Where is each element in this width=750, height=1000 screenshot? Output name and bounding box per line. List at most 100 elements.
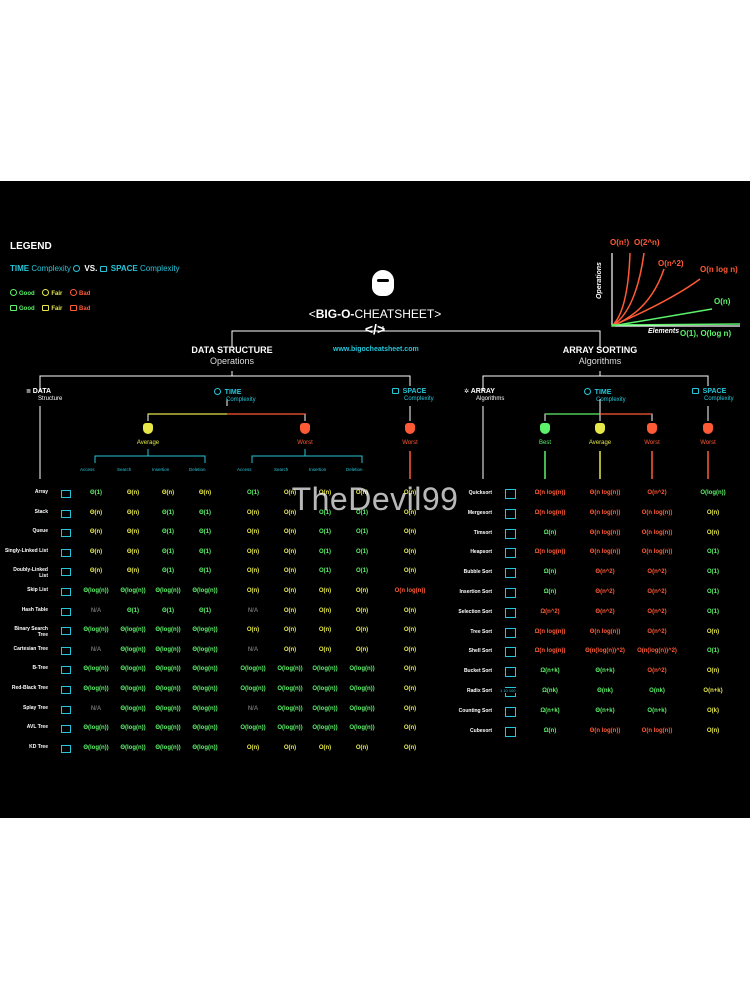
ds-row-label: Stack <box>34 508 48 515</box>
website-link[interactable]: www.bigocheatsheet.com <box>333 346 419 353</box>
ds-worst-cell: O(1) <box>356 568 368 575</box>
sort-avg-cell: Θ(n+k) <box>595 707 615 714</box>
sort-row-label: Timsort <box>473 529 492 536</box>
ds-avg-cell: Θ(log(n)) <box>155 627 181 634</box>
op-label-access: Access <box>80 467 95 472</box>
average-mask-icon <box>143 423 153 434</box>
curve-label-factorial: O(n!) <box>610 238 630 247</box>
array-sorting-heading: ARRAY SORTING Algorithms <box>540 345 660 367</box>
ds-avg-cell: Θ(n) <box>126 509 140 516</box>
structure-icon <box>61 744 71 753</box>
ds-worst-cell: O(1) <box>319 568 331 575</box>
ds-space-cell: O(n) <box>403 548 417 555</box>
ds-avg-cell: Θ(n) <box>89 509 103 516</box>
stopwatch-good-icon <box>10 289 17 296</box>
sort-worst-cell: O(n log(n)) <box>641 509 673 516</box>
algorithm-icon <box>505 588 516 598</box>
title-rest: CHEATSHEET <box>354 307 435 321</box>
structure-icon <box>61 666 71 675</box>
ds-subtitle: Operations <box>209 356 255 366</box>
ds-avg-cell: Θ(1) <box>162 607 174 614</box>
ds-avg-cell: Θ(log(n)) <box>192 744 218 751</box>
ds-worst-cell: O(n) <box>283 490 297 496</box>
sort-space-cell: O(n) <box>706 668 720 675</box>
algorithm-icon <box>505 647 516 658</box>
array-network-icon: ✲ <box>464 389 470 395</box>
graph-y-label: Operations <box>596 262 603 299</box>
structure-icon <box>61 686 71 694</box>
ds-space-cell: O(n log(n)) <box>394 588 426 594</box>
legend-title: LEGEND <box>10 241 52 252</box>
average-mask-icon <box>595 423 605 434</box>
op-label-search: Search <box>274 467 289 472</box>
complexity-graph <box>611 252 741 327</box>
ds-avg-cell: Θ(log(n)) <box>83 627 109 634</box>
ds-worst-cell: N/A <box>247 607 259 614</box>
ds-worst-cell: O(log(n)) <box>312 725 338 732</box>
ds-row-label: AVL Tree <box>26 724 48 731</box>
floppy-disk-icon <box>692 388 699 394</box>
sort-row-label: Radix Sort <box>466 688 492 694</box>
ds-worst-cell: O(n) <box>355 744 369 751</box>
ds-space-cell: O(n) <box>403 686 417 692</box>
algorithm-icon <box>505 568 516 579</box>
sort-best-cell: Ω(n+k) <box>540 707 560 714</box>
structure-icon <box>61 529 71 538</box>
ds-avg-cell: Θ(1) <box>199 607 211 614</box>
ds-avg-cell: Θ(log(n)) <box>120 588 146 594</box>
ds-avg-cell: Θ(n) <box>161 490 175 496</box>
ds-avg-cell: Θ(1) <box>127 607 139 614</box>
ds-row-label: Singly-Linked List <box>4 547 48 554</box>
sort-best-cell: Ω(n log(n)) <box>534 509 566 516</box>
ds-avg-cell: Θ(log(n)) <box>83 725 109 732</box>
sort-worst-cell: O(n log(n)) <box>641 727 673 734</box>
sort-worst-cell: O(n^2) <box>647 608 667 615</box>
sort-space-cell: O(n+k) <box>703 688 723 694</box>
worst-mask-icon <box>300 423 310 434</box>
sort-row-label: Selection Sort <box>458 608 492 615</box>
curve-label-quadratic: O(n^2) <box>658 259 684 268</box>
sub-head-array: ARRAY <box>470 388 495 395</box>
sort-array-head: ✲ ARRAY Algorithms <box>464 388 504 403</box>
mask-logo-icon <box>372 270 394 296</box>
ds-worst-cell: O(n) <box>355 588 369 594</box>
sort-worst-cell: O(n log(n)) <box>641 549 673 556</box>
ds-worst-cell: O(log(n)) <box>349 686 375 692</box>
ds-avg-cell: Θ(log(n)) <box>155 725 181 732</box>
legend-space-complexity: Complexity <box>139 264 180 273</box>
disk-good-icon <box>10 305 17 311</box>
sort-avg-cell: Θ(n+k) <box>595 668 615 675</box>
sub-head-complexity: Complexity <box>596 397 626 403</box>
legend-fair: Fair <box>51 291 63 297</box>
ds-worst-cell: O(n) <box>318 607 332 614</box>
ds-row-label: Splay Tree <box>22 704 48 711</box>
sort-row-label: Bucket Sort <box>463 668 492 675</box>
ds-avg-cell: N/A <box>90 607 102 614</box>
ds-avg-cell: Θ(n) <box>89 529 103 536</box>
space-worst-mask-icon <box>405 423 415 434</box>
sort-avg-cell: Θ(n log(n)) <box>589 529 621 536</box>
space-worst-mask-icon <box>703 423 713 434</box>
ds-worst-cell: O(n) <box>355 627 369 634</box>
sub-head-complexity: Complexity <box>704 396 734 402</box>
ds-worst-cell: O(n) <box>318 627 332 634</box>
ds-worst-cell: O(1) <box>319 548 331 555</box>
ds-avg-cell: Θ(log(n)) <box>83 686 109 692</box>
sort-best-cell: Ω(n) <box>543 529 557 536</box>
ds-row-label: KD Tree <box>29 743 48 750</box>
legend-time-grades: Good Fair Bad <box>10 289 96 297</box>
structure-icon <box>61 646 71 655</box>
sort-best-label: Best <box>538 440 551 446</box>
floppy-disk-icon <box>392 388 399 394</box>
stopwatch-icon <box>73 265 81 272</box>
structure-icon <box>61 490 71 498</box>
ds-avg-cell: Θ(log(n)) <box>192 646 218 653</box>
ds-worst-cell: O(log(n)) <box>349 725 375 732</box>
sort-space-cell: O(1) <box>707 569 719 576</box>
sort-row-label: Quicksort <box>468 490 492 496</box>
ds-worst-cell: O(n) <box>246 588 260 594</box>
sort-worst-cell: O(n+k) <box>647 707 667 714</box>
curve-label-nlogn: O(n log n) <box>700 265 738 274</box>
ds-worst-cell: O(log(n)) <box>240 666 266 673</box>
ds-avg-cell: Θ(1) <box>162 529 174 536</box>
